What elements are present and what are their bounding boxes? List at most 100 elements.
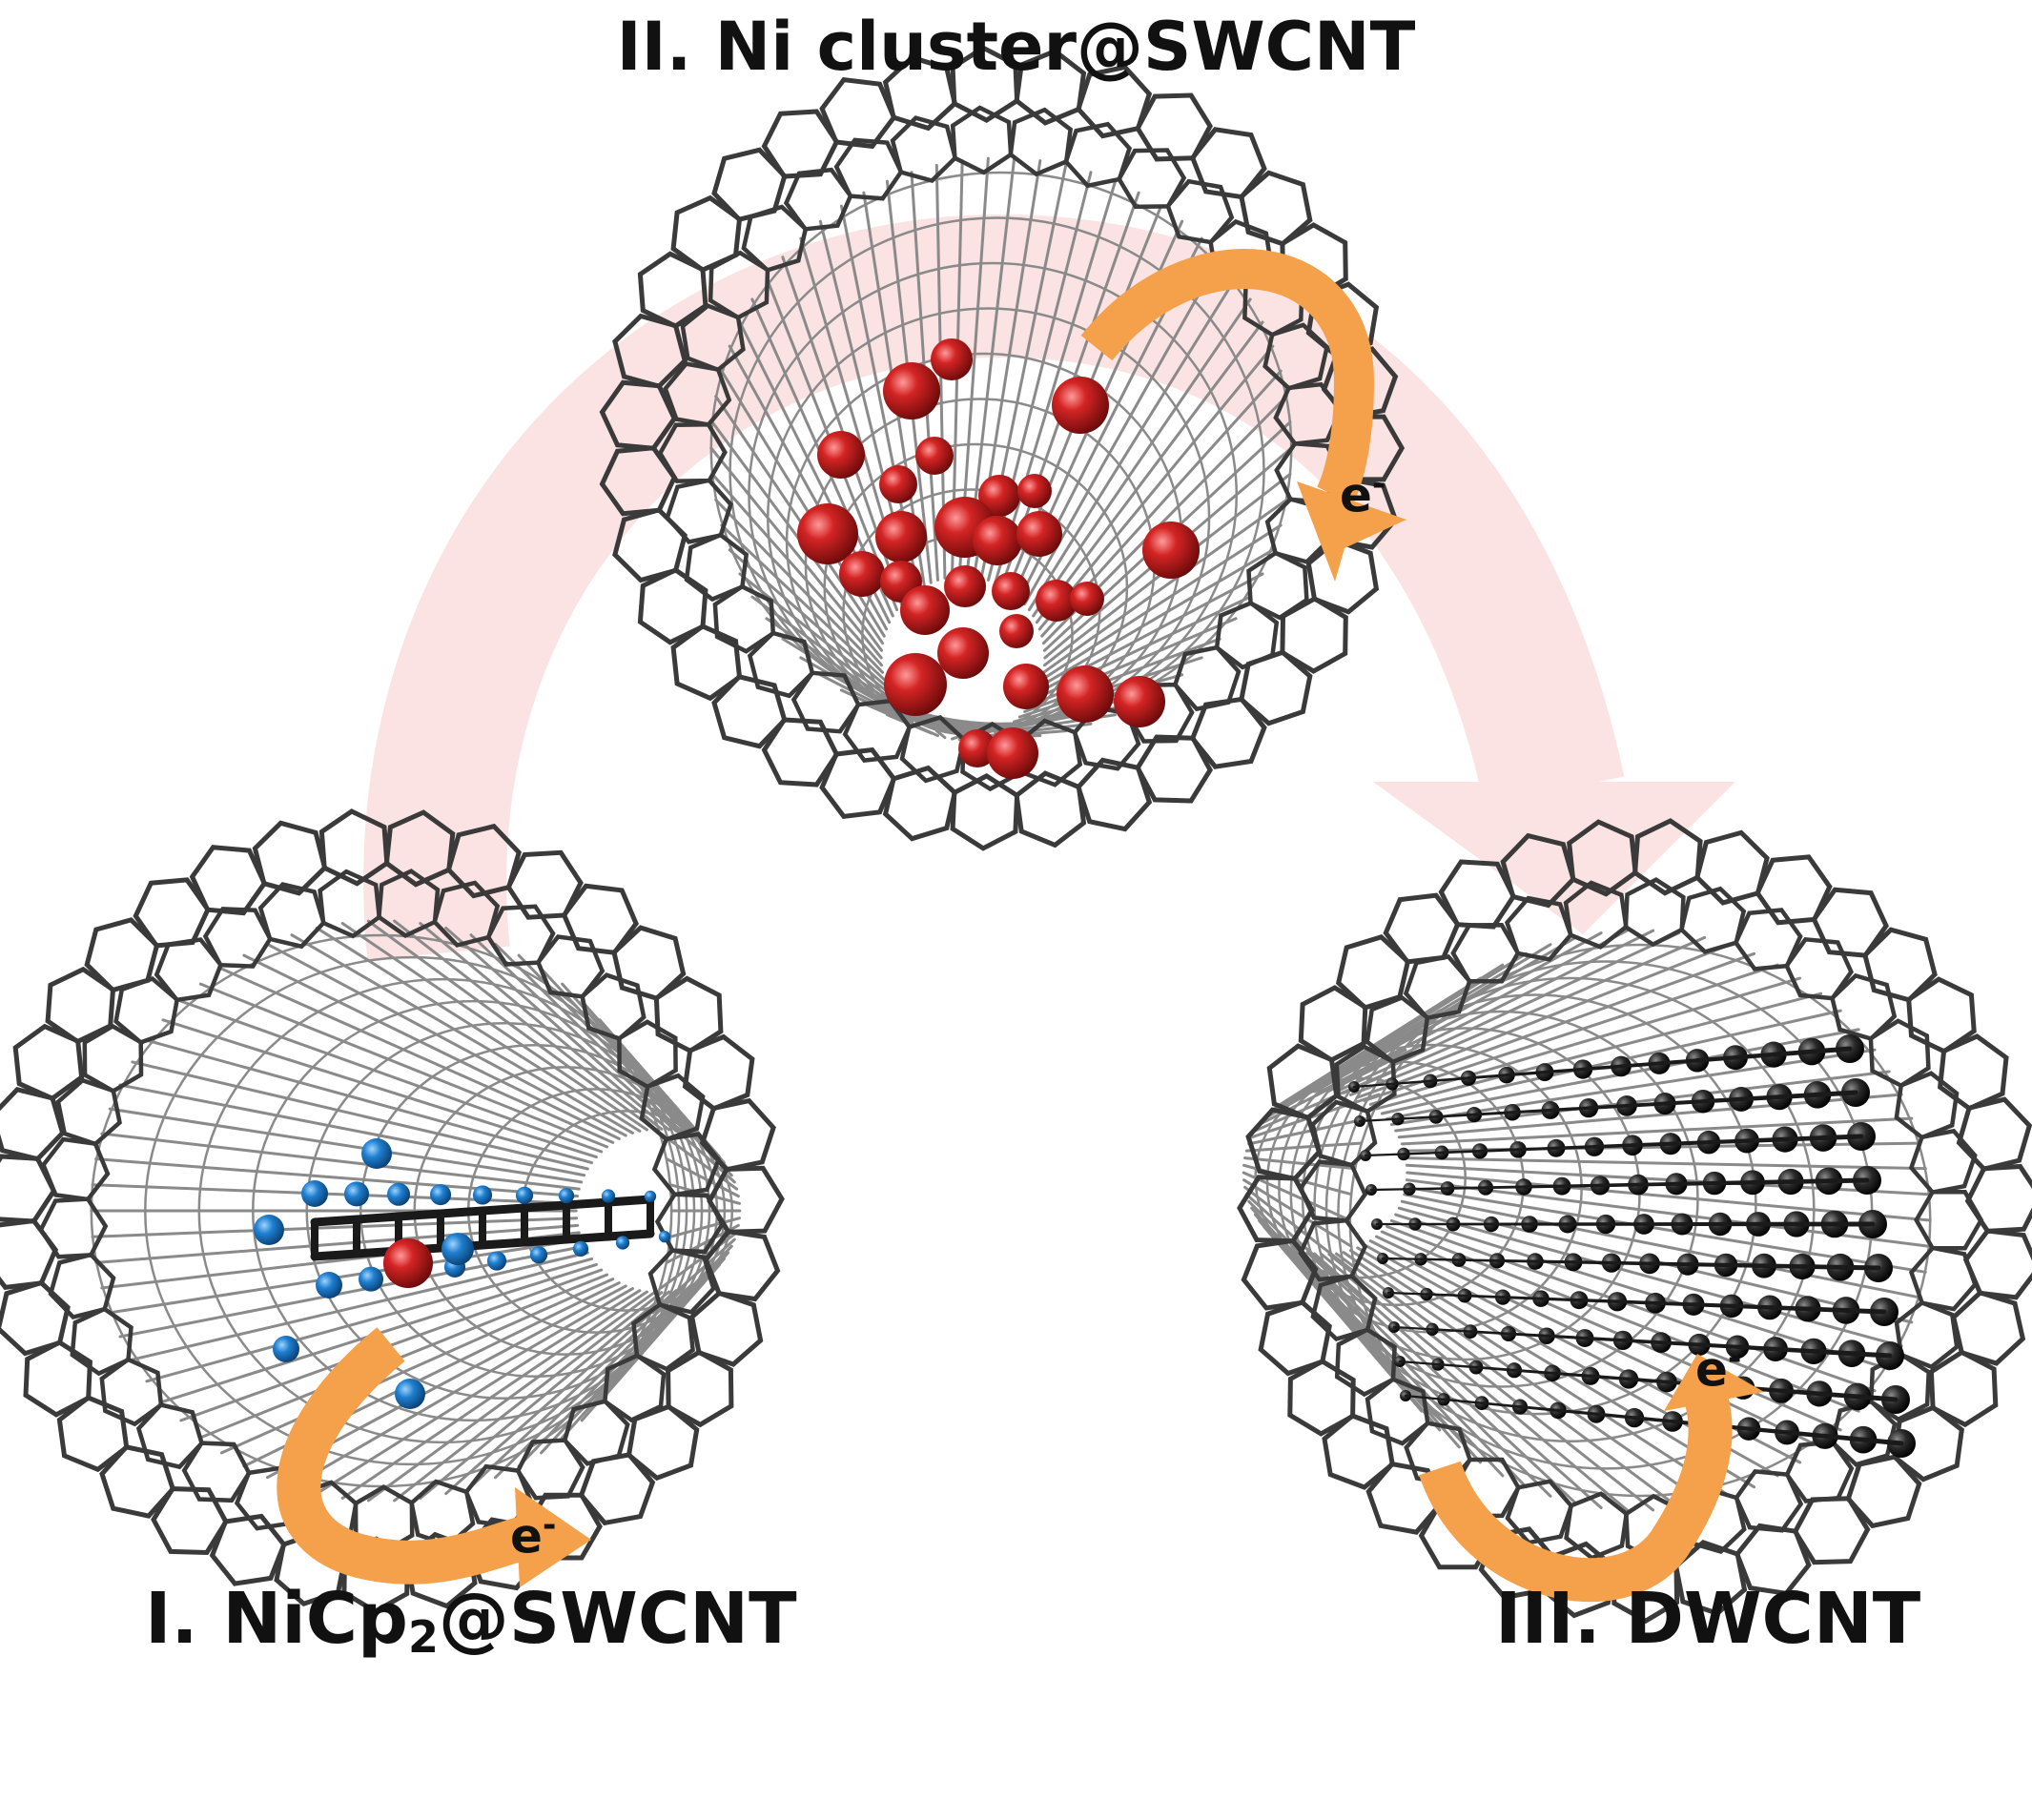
lattice-hexagon: [113, 975, 180, 1045]
lattice-bond: [1374, 992, 1823, 1111]
lattice-bond: [352, 1212, 403, 1224]
lattice-bond: [1837, 1264, 1881, 1271]
lattice-bond: [1374, 1235, 1823, 1449]
lattice-bond: [1662, 1099, 1706, 1106]
lattice-hexagon: [1956, 1096, 2032, 1172]
lattice-bond: [1577, 1298, 1619, 1303]
lattice-bond: [478, 1203, 529, 1216]
lattice-bond: [1035, 320, 1264, 624]
lattice-bond: [1656, 1058, 1700, 1066]
lattice-hexagon: [1241, 1237, 1319, 1311]
lattice-bond: [1694, 1055, 1738, 1063]
lattice-hexagon: [1908, 1128, 1978, 1196]
lattice-bond: [520, 1235, 571, 1247]
lattice-bond: [1734, 1344, 1778, 1352]
lattice-bond: [1364, 1153, 1406, 1157]
lattice-hexagon: [135, 1402, 205, 1470]
lattice-bond: [1816, 1391, 1860, 1400]
lattice-bond: [100, 1132, 581, 1191]
lattice-hexagon: [882, 765, 958, 842]
lattice-hexagon: [688, 1290, 764, 1367]
lattice-bond: [1550, 1371, 1592, 1378]
lattice-bond: [1799, 1264, 1843, 1270]
lattice-bond: [118, 1083, 586, 1177]
lattice-hexagon: [682, 1033, 755, 1112]
lattice-hexagon: [1894, 1071, 1960, 1140]
lattice-bond: [1518, 1405, 1560, 1412]
lattice-hexagon: [409, 1479, 476, 1548]
lattice-hexagon: [761, 717, 840, 787]
lattice-hexagon: [257, 882, 326, 950]
lattice-bond: [1815, 1090, 1858, 1097]
lattice-hexagon: [1564, 1491, 1630, 1561]
lattice-bond: [1822, 1433, 1866, 1442]
lattice-bond: [1636, 1181, 1678, 1187]
lattice-hexagon: [1239, 170, 1313, 247]
ni-atom: [383, 1238, 433, 1288]
lattice-hexagon: [1014, 770, 1087, 849]
lattice-bond: [1811, 1349, 1855, 1357]
lattice-bond: [1501, 1296, 1543, 1300]
hydrogen-atom: [254, 1215, 284, 1245]
ni-atom: [875, 511, 927, 562]
lattice-bond: [1545, 1334, 1587, 1340]
lattice-bond: [198, 1273, 609, 1440]
lattice-bond: [315, 1289, 642, 1496]
lattice-bond: [1767, 1305, 1811, 1312]
inner-carbon-nanotube: [1348, 1034, 1916, 1458]
lattice-bond: [1673, 1181, 1717, 1186]
tube-depth-ring: [1324, 976, 1816, 1443]
lattice-hexagon: [783, 167, 853, 232]
hydrogen-atom: [343, 1181, 370, 1207]
lattice-bond: [118, 1244, 586, 1339]
lattice-bond: [94, 1157, 580, 1198]
hydrogen-atom: [529, 1246, 548, 1264]
lattice-hexagon: [603, 1353, 667, 1423]
lattice-bond: [1729, 1303, 1773, 1310]
lattice-bond: [310, 1215, 361, 1227]
lattice-hexagon: [1214, 600, 1280, 670]
lattice-hexagon: [1694, 829, 1770, 906]
ni-cluster: [797, 338, 1200, 779]
lattice-hexagon: [1784, 1440, 1855, 1503]
lattice-bond: [1244, 1141, 1363, 1153]
ni-atom: [1052, 377, 1109, 434]
lattice-hexagon: [1135, 734, 1213, 804]
lattice-hexagon: [950, 105, 1014, 175]
lattice-hexagon: [1403, 953, 1472, 1021]
hydrogen-atom: [572, 1240, 589, 1257]
lattice-bond: [265, 942, 627, 1137]
lattice-hexagon: [666, 1349, 734, 1428]
lattice-bond: [1467, 1074, 1509, 1080]
lattice-bond: [1436, 1362, 1478, 1369]
lattice-bond: [1358, 1117, 1400, 1123]
lattice-hexagon: [535, 934, 605, 999]
lattice-bond: [1349, 943, 1732, 1096]
lattice-hexagon: [708, 250, 770, 320]
lattice-bond: [604, 1195, 655, 1207]
lattice-hexagon: [1334, 1327, 1397, 1398]
lattice-bond: [1696, 1342, 1740, 1349]
lattice-hexagon: [1830, 1399, 1898, 1467]
lattice-hexagon: [833, 137, 904, 201]
lattice-hexagon: [505, 849, 584, 920]
lattice-hexagon: [647, 1247, 716, 1315]
lattice-bond: [1773, 1346, 1816, 1354]
lattice-hexagon: [432, 880, 501, 948]
hydrogen-atom: [441, 1233, 474, 1265]
lattice-hexagon: [48, 1252, 116, 1319]
lattice-hexagon: [151, 1486, 229, 1556]
lattice-hexagon: [819, 76, 897, 150]
lattice-hexagon: [318, 808, 390, 887]
lattice-hexagon: [657, 421, 728, 483]
lattice-hexagon: [1504, 895, 1573, 962]
tube-depth-ring: [1313, 993, 1757, 1416]
lattice-bond: [1400, 1116, 1914, 1146]
lattice-bond: [1632, 1416, 1674, 1423]
lattice-bond: [1425, 1293, 1467, 1298]
ni-atom: [1070, 582, 1104, 616]
lattice-bond: [1706, 1138, 1750, 1145]
lattice-bond: [145, 1038, 594, 1165]
lattice-bond: [1809, 1046, 1853, 1054]
hydrogen-atom: [644, 1190, 657, 1203]
